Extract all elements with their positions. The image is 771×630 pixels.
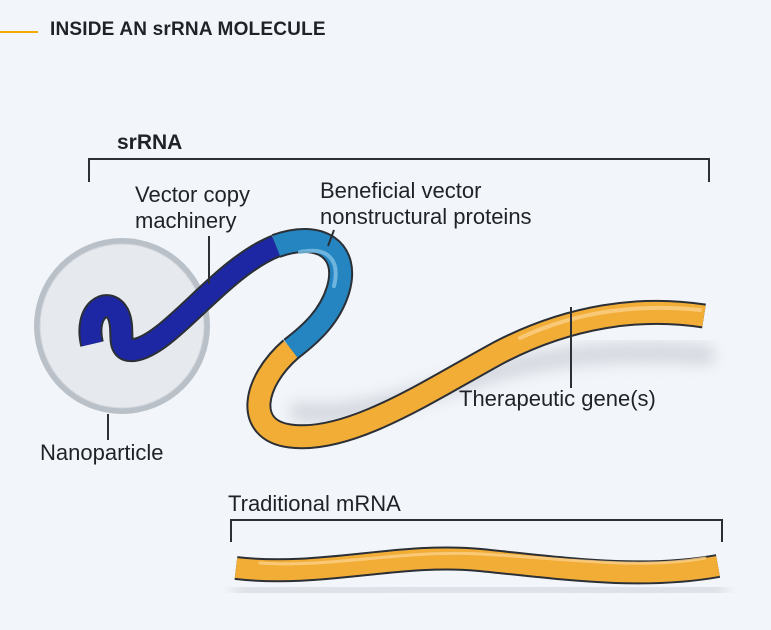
- mrna-label: Traditional mRNA: [228, 491, 401, 516]
- vector-copy-machinery-label-line2: machinery: [135, 208, 237, 233]
- vector-copy-machinery-label-line1: Vector copy: [135, 182, 250, 207]
- vector-copy-machinery-segment: [80, 236, 281, 360]
- nonstructural-proteins-label-line2: nonstructural proteins: [320, 204, 532, 229]
- srrna-label: srRNA: [117, 131, 183, 154]
- strand-highlight-orange: [518, 305, 702, 340]
- mrna-shadow: [233, 580, 727, 599]
- mrna-strand: [234, 548, 720, 583]
- strand-highlight: [298, 248, 338, 288]
- srrna-bracket: [88, 158, 710, 182]
- nonstructural-proteins-label-line1: Beneficial vector: [320, 178, 482, 203]
- nonstructural-proteins-segment: [272, 230, 352, 358]
- mrna-highlight: [258, 551, 707, 566]
- srrna-shadow: [290, 342, 715, 424]
- mrna-bracket: [230, 519, 723, 542]
- therapeutic-gene-segment: [248, 301, 706, 448]
- leader-lines: [107, 229, 572, 440]
- nanoparticle-label: Nanoparticle: [40, 440, 164, 465]
- therapeutic-genes-label: Therapeutic gene(s): [459, 386, 656, 411]
- header-accent-line: [0, 31, 38, 33]
- section-title: INSIDE AN srRNA MOLECULE: [50, 19, 326, 40]
